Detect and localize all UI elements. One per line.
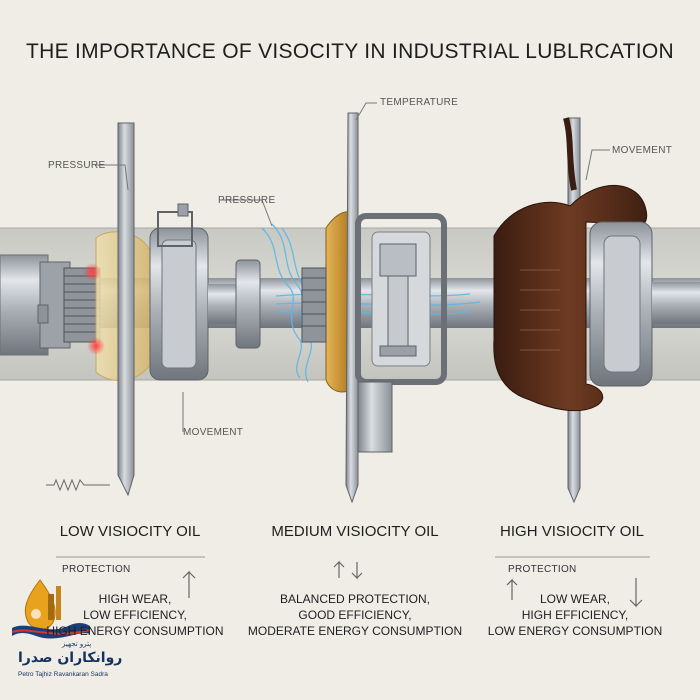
column-body-high: LOW WEAR, HIGH EFFICIENCY, LOW ENERGY CO… bbox=[470, 591, 680, 639]
body-line: HIGH WEAR, bbox=[98, 592, 172, 606]
wave-mark bbox=[46, 478, 110, 492]
page-title: THE IMPORTANCE OF VISOCITY IN INDUSTRIAL… bbox=[25, 40, 675, 63]
heat-spot bbox=[87, 337, 105, 355]
callout-movement-left: MOVEMENT bbox=[183, 427, 244, 438]
protection-tag-low: PROTECTION bbox=[62, 564, 131, 575]
column-title-medium: MEDIUM VISIOCITY OIL bbox=[271, 523, 439, 540]
column-body-medium: BALANCED PROTECTION, GOOD EFFICIENCY, MO… bbox=[240, 591, 470, 639]
callout-movement-right: MOVEMENT bbox=[612, 145, 673, 156]
column-title-low: LOW VISIOCITY OIL bbox=[59, 523, 201, 540]
body-line: LOW WEAR, bbox=[539, 592, 610, 606]
low-viscosity-assembly bbox=[0, 122, 209, 497]
body-line: GOOD EFFICIENCY, bbox=[298, 608, 412, 622]
high-viscosity-assembly bbox=[493, 117, 700, 504]
body-line: HIGH ENERGY CONSUMPTION bbox=[46, 624, 224, 638]
column-body-low: HIGH WEAR, LOW EFFICIENCY, HIGH ENERGY C… bbox=[30, 591, 240, 639]
body-line: LOW ENERGY CONSUMPTION bbox=[487, 624, 663, 638]
body-line: MODERATE ENERGY CONSUMPTION bbox=[247, 624, 463, 638]
column-title-high: HIGH VISIOCITY OIL bbox=[500, 523, 644, 540]
arrow-up-down-icon bbox=[333, 560, 363, 580]
body-line: HIGH EFFICIENCY, bbox=[521, 608, 629, 622]
heat-spot bbox=[83, 263, 101, 281]
callout-pressure-left: PRESSURE bbox=[48, 160, 106, 171]
callout-pressure-mid: PRESSURE bbox=[218, 195, 276, 206]
arrow-up-icon bbox=[182, 570, 196, 598]
logo-text-arabic: روانکاران صدرا bbox=[18, 650, 123, 666]
body-line: LOW EFFICIENCY, bbox=[83, 608, 187, 622]
body-line: BALANCED PROTECTION, bbox=[279, 592, 431, 606]
callout-temperature: TEMPERATURE bbox=[380, 97, 459, 108]
arrow-up-icon bbox=[506, 578, 518, 600]
company-logo bbox=[11, 579, 91, 639]
medium-viscosity-assembly bbox=[261, 112, 481, 504]
protection-tag-high: PROTECTION bbox=[508, 564, 577, 575]
logo-text-top: پترو تجهیز bbox=[62, 640, 92, 648]
logo-text-latin: Petro Tajhiz Ravankaran Sadra bbox=[18, 671, 108, 678]
arrow-down-icon bbox=[629, 578, 643, 608]
